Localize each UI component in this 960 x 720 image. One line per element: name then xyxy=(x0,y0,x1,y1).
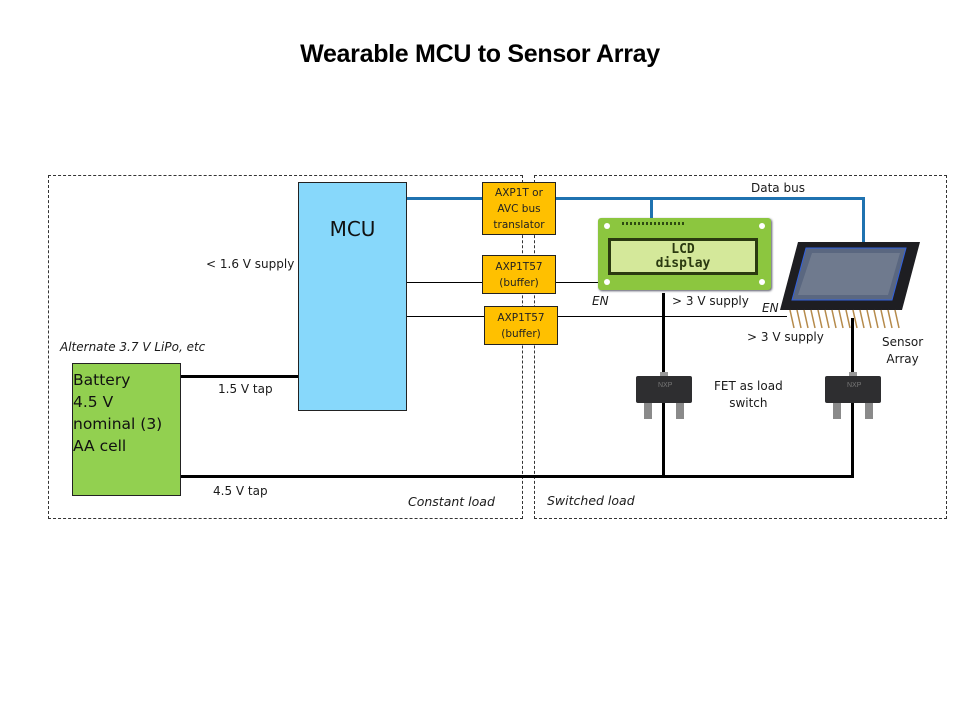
svg-text:NXP: NXP xyxy=(847,382,862,389)
battery-line-1: Battery xyxy=(73,371,131,389)
fet-tab xyxy=(660,372,668,377)
wire-buffer1-lcd-en xyxy=(556,282,606,283)
battery-line-2: 4.5 V xyxy=(73,393,114,411)
switched-load-region xyxy=(534,175,947,519)
mcu-block: MCU xyxy=(298,182,407,411)
data-bus-lcd-drop xyxy=(650,197,653,221)
tap-4-5v-label: 4.5 V tap xyxy=(213,484,268,498)
data-bus-label: Data bus xyxy=(751,181,805,195)
lcd-supply-label: > 3 V supply xyxy=(672,294,749,308)
svg-text:NXP: NXP xyxy=(658,382,673,389)
fet-switch-line-1: FET as load xyxy=(714,379,783,393)
translator-line-3: translator xyxy=(493,218,545,231)
fet-body xyxy=(825,376,881,403)
page-title: Wearable MCU to Sensor Array xyxy=(300,40,660,68)
constant-load-label: Constant load xyxy=(408,494,495,509)
translator-line-2: AVC bus xyxy=(497,202,541,215)
fet-switch-line-2: switch xyxy=(729,396,768,410)
wire-buffer2-sensor-en xyxy=(558,316,787,317)
constant-load-region xyxy=(48,175,523,519)
tap-1-5v-label: 1.5 V tap xyxy=(218,382,273,396)
sensor-array-chip xyxy=(780,242,920,329)
fet-lcd-switch: NXP xyxy=(636,372,692,419)
buffer-2-line-2: (buffer) xyxy=(501,327,541,340)
sensor-glass xyxy=(798,253,900,295)
fet-lead xyxy=(833,403,841,419)
wire-mcu-buffer2 xyxy=(406,316,484,317)
sensor-array-line-1: Sensor xyxy=(882,335,924,349)
battery-line-3: nominal (3) xyxy=(73,415,163,433)
data-bus-main xyxy=(555,197,865,200)
fet-tab xyxy=(849,372,857,377)
wire-mcu-buffer1 xyxy=(406,282,482,283)
mcu-label: MCU xyxy=(329,217,376,241)
lcd-en-label: EN xyxy=(592,294,609,308)
lcd-mount-hole xyxy=(604,279,610,285)
switched-load-label: Switched load xyxy=(547,493,635,508)
fet-lead xyxy=(865,403,873,419)
buffer-2-block: AXP1T57 (buffer) xyxy=(484,306,558,345)
lcd-display: LCD display xyxy=(598,218,771,290)
buffer-1-block: AXP1T57 (buffer) xyxy=(482,255,556,294)
sensor-array-label: Sensor Array xyxy=(882,334,923,368)
sensor-supply-label: > 3 V supply xyxy=(747,330,824,344)
buffer-1-line-1: AXP1T57 xyxy=(495,260,543,273)
sensor-en-label: EN xyxy=(762,301,779,315)
battery-block: Battery 4.5 V nominal (3) AA cell xyxy=(72,363,181,496)
lcd-mount-hole xyxy=(759,279,765,285)
mcu-supply-label: < 1.6 V supply xyxy=(206,257,295,271)
fet-lead xyxy=(676,403,684,419)
lcd-mount-hole xyxy=(759,223,765,229)
buffer-1-line-2: (buffer) xyxy=(499,276,539,289)
battery-alternate-label: Alternate 3.7 V LiPo, etc xyxy=(60,340,206,354)
data-bus-mcu-translator xyxy=(406,197,482,200)
fet-switch-label: FET as load switch xyxy=(714,378,783,412)
lcd-line-1: LCD xyxy=(671,241,695,257)
lcd-mount-hole xyxy=(604,223,610,229)
fet-sensor-switch: NXP xyxy=(825,372,881,419)
data-bus-sensor-drop xyxy=(862,197,865,247)
lcd-screen: LCD display xyxy=(608,238,758,275)
wire-1-5v-tap xyxy=(180,375,298,378)
battery-line-4: AA cell xyxy=(73,437,127,455)
lcd-pin-header xyxy=(622,222,686,225)
fet-lead xyxy=(644,403,652,419)
wire-4-5v-tap xyxy=(180,475,854,478)
bus-translator-block: AXP1T or AVC bus translator xyxy=(482,182,556,235)
sensor-pins xyxy=(789,309,900,329)
sensor-array-line-2: Array xyxy=(886,352,919,366)
lcd-line-2: display xyxy=(655,255,711,271)
fet-body xyxy=(636,376,692,403)
buffer-2-line-1: AXP1T57 xyxy=(497,311,545,324)
translator-line-1: AXP1T or xyxy=(495,186,543,199)
